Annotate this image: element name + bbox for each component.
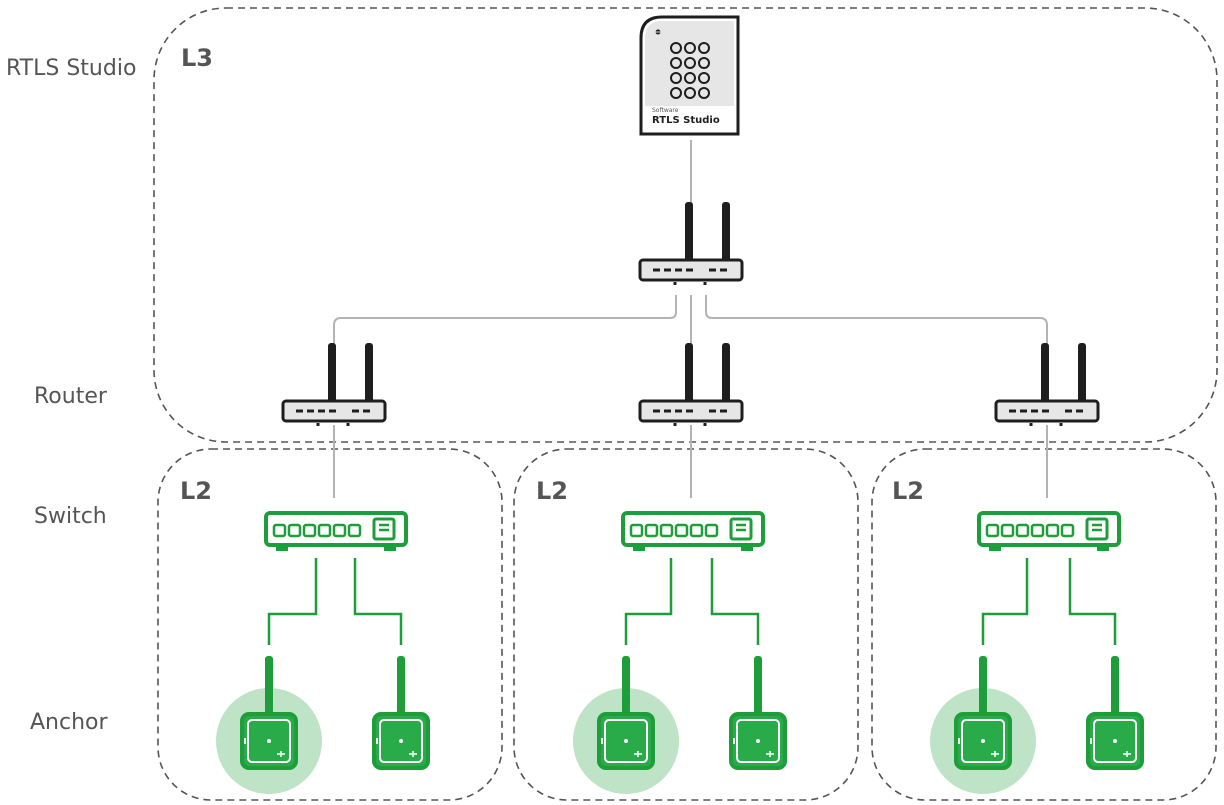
l2-boundary-2 [513, 448, 859, 801]
anchor-icon [1086, 654, 1144, 770]
anchor-icon [372, 654, 430, 770]
row-label-switch: Switch [34, 504, 107, 529]
layer-tag-l2: L2 [180, 477, 212, 505]
layer-tag-l2: L2 [536, 477, 568, 505]
anchor-cables [267, 558, 1117, 645]
software-box-icon [639, 15, 740, 136]
l2-boundary-1 [157, 448, 503, 801]
switch-icon [264, 511, 408, 551]
software-caption: Software [652, 107, 679, 114]
anchor-icon [240, 654, 298, 770]
row-label-rtls-studio: RTLS Studio [6, 56, 137, 81]
layer-tag-l3: L3 [181, 44, 213, 72]
l2-boundary-3 [871, 448, 1217, 801]
l3-boundary [153, 7, 1218, 443]
anchor-icon [729, 654, 787, 770]
layer-tag-l2: L2 [892, 477, 924, 505]
router-icon [281, 341, 387, 428]
router-icon [994, 341, 1100, 428]
anchor-icon [954, 654, 1012, 770]
router-icon [638, 200, 744, 287]
ethernet-links [333, 140, 1048, 498]
row-label-router: Router [34, 384, 107, 409]
row-label-anchor: Anchor [30, 710, 108, 735]
software-name: RTLS Studio [652, 115, 720, 126]
router-icon [638, 341, 744, 428]
switch-icon [977, 511, 1121, 551]
switch-icon [621, 511, 765, 551]
anchor-icon [597, 654, 655, 770]
